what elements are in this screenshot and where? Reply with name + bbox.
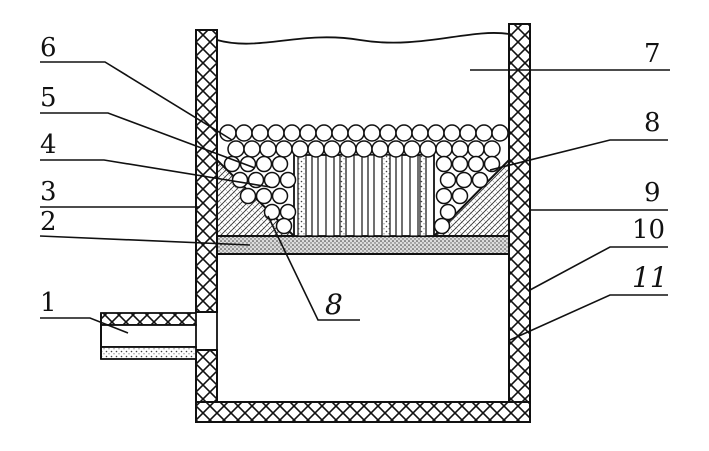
packing-ball [475, 124, 493, 142]
label-11: 11 [632, 261, 668, 294]
tube-bundle [293, 154, 435, 237]
tube [395, 154, 403, 237]
packing-ball [307, 140, 325, 158]
packing-ball [443, 124, 461, 142]
packing-ball [379, 124, 397, 142]
packing-ball [339, 140, 357, 158]
packing-ball [403, 140, 421, 158]
packing-ball [263, 171, 281, 189]
label-6: 6 [40, 33, 57, 63]
packing-ball [219, 124, 237, 142]
packing-ball [323, 140, 341, 158]
packing-ball [283, 124, 301, 142]
labels: 1 2 3 4 5 6 7 8 8 9 10 11 [40, 33, 668, 321]
packing-ball [435, 140, 453, 158]
packing-ball [291, 140, 309, 158]
packing-ball [299, 124, 317, 142]
ball-packing [219, 124, 509, 235]
right-wall [508, 23, 531, 421]
packing-ball [395, 124, 413, 142]
packing-ball [235, 124, 253, 142]
packing-ball [387, 140, 405, 158]
packing-ball [259, 140, 277, 158]
packing-ball [271, 155, 289, 173]
label-5: 5 [40, 83, 57, 113]
porous-plate [216, 235, 510, 255]
packing-ball [455, 171, 473, 189]
packing-ball [471, 171, 489, 189]
packing-ball [275, 140, 293, 158]
packing-ball [435, 187, 453, 205]
tube [381, 154, 391, 237]
packing-ball [239, 187, 257, 205]
packing-ball [271, 187, 289, 205]
packing-ball [279, 171, 297, 189]
packing-ball [363, 124, 381, 142]
tube [325, 154, 335, 237]
packing-ball [263, 203, 281, 221]
label-4: 4 [40, 130, 57, 160]
tube [339, 154, 347, 237]
packing-ball [347, 124, 365, 142]
packing-ball [467, 155, 485, 173]
label-1: 1 [40, 288, 57, 318]
packing-ball [371, 140, 389, 158]
label-2: 2 [40, 207, 57, 237]
label-10: 10 [632, 215, 665, 245]
packing-ball [459, 124, 477, 142]
packing-ball [275, 217, 293, 235]
packing-ball [355, 140, 373, 158]
packing-ball [243, 140, 261, 158]
packing-ball [227, 140, 245, 158]
packing-ball [491, 124, 509, 142]
tube [353, 154, 363, 237]
packing-ball [231, 171, 249, 189]
packing-ball [483, 140, 501, 158]
packing-ball [439, 171, 457, 189]
packing-ball [255, 155, 273, 173]
left-wall [195, 29, 218, 421]
label-7: 7 [644, 39, 661, 69]
label-8-bottom: 8 [325, 288, 343, 321]
packing-ball [433, 217, 451, 235]
packing-ball [435, 155, 453, 173]
inlet-pipe [100, 312, 197, 360]
packing-ball [315, 124, 333, 142]
packing-ball [279, 203, 297, 221]
leader-lines [39, 61, 670, 341]
packing-ball [427, 124, 445, 142]
packing-ball [331, 124, 349, 142]
packing-ball [467, 140, 485, 158]
label-3: 3 [40, 177, 57, 207]
packing-ball [451, 140, 469, 158]
bottom-wall [195, 401, 531, 423]
tube [311, 154, 319, 237]
packing-ball [411, 124, 429, 142]
packing-ball [267, 124, 285, 142]
packing-ball [251, 124, 269, 142]
packing-ball [451, 155, 469, 173]
packing-ball [239, 155, 257, 173]
packing-ball [255, 187, 273, 205]
label-8-right: 8 [644, 108, 661, 138]
tube [367, 154, 375, 237]
label-9: 9 [644, 178, 661, 208]
tube [297, 154, 307, 237]
packing-ball [419, 140, 437, 158]
packing-ball [451, 187, 469, 205]
packing-ball [439, 203, 457, 221]
tube [409, 154, 419, 237]
tube [419, 154, 427, 237]
